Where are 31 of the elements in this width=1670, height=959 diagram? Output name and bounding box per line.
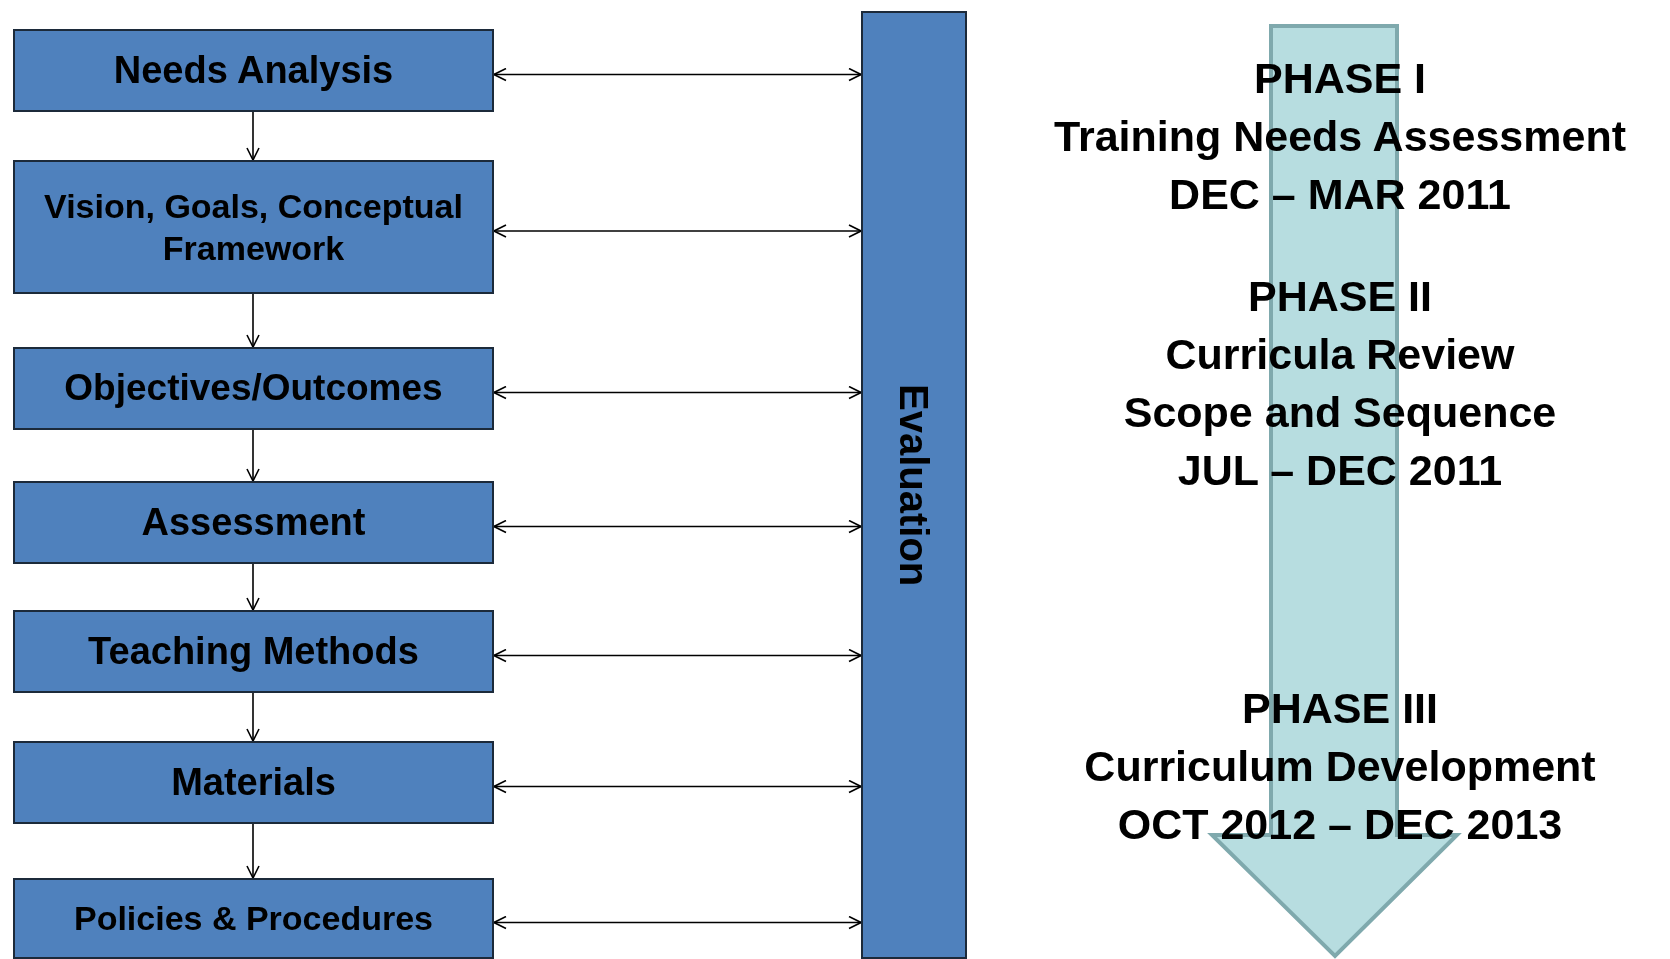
evaluation-bar: Evaluation bbox=[861, 11, 967, 959]
process-box: Policies & Procedures bbox=[13, 878, 494, 959]
arrow bbox=[246, 692, 260, 742]
process-box: Objectives/Outcomes bbox=[13, 347, 494, 430]
phase-text: Curriculum Development bbox=[1084, 745, 1596, 788]
arrow bbox=[246, 111, 260, 161]
phase-heading: PHASE II bbox=[1248, 275, 1432, 318]
arrow bbox=[493, 519, 862, 534]
phase-text: Training Needs Assessment bbox=[1054, 115, 1626, 158]
phase-text: DEC – MAR 2011 bbox=[1169, 173, 1511, 216]
arrow bbox=[493, 915, 862, 930]
phase-text: OCT 2012 – DEC 2013 bbox=[1117, 803, 1563, 846]
process-box: Vision, Goals, Conceptual Framework bbox=[13, 160, 494, 294]
arrow bbox=[246, 823, 260, 879]
process-box: Teaching Methods bbox=[13, 610, 494, 693]
phase-text: Scope and Sequence bbox=[1123, 391, 1557, 434]
arrow bbox=[493, 648, 862, 663]
arrow bbox=[493, 779, 862, 794]
process-box: Needs Analysis bbox=[13, 29, 494, 112]
phase-heading: PHASE I bbox=[1254, 57, 1426, 100]
process-box: Materials bbox=[13, 741, 494, 824]
arrow bbox=[246, 563, 260, 611]
phase-text: Curricula Review bbox=[1165, 333, 1515, 376]
phase-heading: PHASE III bbox=[1242, 687, 1438, 730]
arrow bbox=[246, 293, 260, 348]
arrow bbox=[246, 429, 260, 482]
arrow bbox=[493, 224, 862, 238]
arrow bbox=[493, 385, 862, 400]
process-box: Assessment bbox=[13, 481, 494, 564]
arrow bbox=[493, 67, 862, 82]
phase-text: JUL – DEC 2011 bbox=[1177, 449, 1503, 492]
